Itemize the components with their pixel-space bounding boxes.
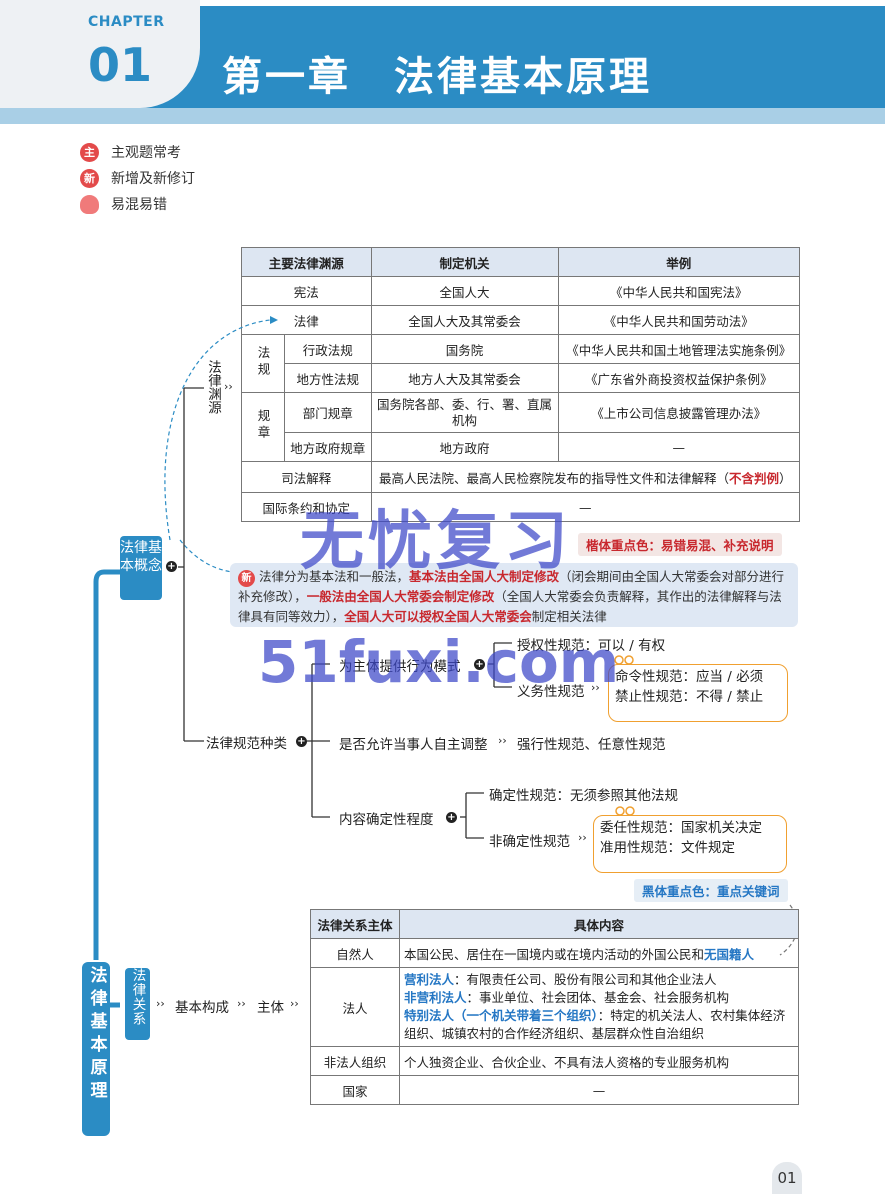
- obligation-box: 命令性规范：应当 / 必须 禁止性规范：不得 / 禁止: [608, 664, 788, 722]
- expand-icon: +: [474, 659, 485, 670]
- table-row: 地方政府规章 地方政府 —: [242, 432, 800, 462]
- chevron-right-icon: ››: [224, 380, 233, 393]
- behavior-mode-label: 为主体提供行为模式: [339, 659, 461, 675]
- legal-sources-label: 法律渊源: [205, 360, 221, 414]
- chevron-right-icon: ››: [591, 681, 600, 694]
- bulb-icon: [80, 194, 99, 214]
- new-note-box: 新法律分为基本法和一般法，基本法由全国人大制定修改（闭会期间由全国人大常委会对部…: [230, 563, 798, 627]
- subject-label: 主体: [257, 1000, 284, 1016]
- chevron-right-icon: ››: [578, 831, 587, 844]
- self-adjust-result: 强行性规范、任意性规范: [517, 737, 666, 753]
- header-band-lower: [0, 108, 885, 124]
- table-row: 自然人 本国公民、居住在一国境内或在境内活动的外国公民和无国籍人: [310, 938, 799, 968]
- chevron-right-icon: ››: [156, 997, 165, 1010]
- table-row: 法规 行政法规 国务院 《中华人民共和国土地管理法实施条例》: [241, 334, 800, 393]
- certainty-label: 内容确定性程度: [339, 812, 434, 828]
- self-adjust-label: 是否允许当事人自主调整: [339, 737, 488, 753]
- determinate-norm: 确定性规范：无须参照其他法规: [489, 788, 678, 804]
- concept-node: 法律基本概念: [120, 536, 162, 600]
- legal-subject-table: 法律关系主体 具体内容 自然人 本国公民、居住在一国境内或在境内活动的外国公民和…: [310, 909, 799, 1105]
- table-header-row: 法律关系主体 具体内容: [310, 909, 799, 939]
- watermark-url: 51fuxi.com: [258, 628, 620, 696]
- root-node: 法律基本原理: [82, 962, 110, 1136]
- obligation-norm: 义务性规范: [517, 684, 585, 700]
- page-number: 01: [772, 1162, 802, 1194]
- legend-item: 主 主观题常考: [80, 141, 181, 163]
- chapter-number: 01: [88, 38, 153, 92]
- chapter-label: CHAPTER: [88, 14, 165, 30]
- new-icon: 新: [238, 570, 255, 587]
- chapter-badge: [0, 0, 200, 108]
- indeterminate-norm: 非确定性规范: [489, 834, 570, 850]
- table-row: 宪法 全国人大 《中华人民共和国宪法》: [241, 276, 800, 306]
- chapter-title: 第一章 法律基本原理: [222, 54, 652, 100]
- blue-highlight-tag: 黑体重点色：重点关键词: [634, 879, 788, 902]
- expand-icon: +: [446, 812, 457, 823]
- table-row: 司法解释 最高人民法院、最高人民检察院发布的指导性文件和法律解释（不含判例）: [241, 461, 800, 493]
- new-icon: 新: [80, 168, 99, 188]
- chevron-right-icon: ››: [237, 997, 246, 1010]
- subjective-icon: 主: [80, 142, 99, 162]
- basic-structure-label: 基本构成: [175, 1000, 229, 1016]
- red-highlight-tag: 楷体重点色：易错易混、补充说明: [578, 533, 782, 556]
- indeterminate-box: 委任性规范：国家机关决定 准用性规范：文件规定: [593, 815, 787, 873]
- expand-icon: +: [296, 736, 307, 747]
- watermark-text: 无忧复习: [300, 505, 572, 579]
- table-row: 非法人组织 个人独资企业、合伙企业、不具有法人资格的专业服务机构: [310, 1046, 799, 1076]
- norm-types-label: 法律规范种类: [206, 736, 287, 752]
- table-row: 国际条约和协定 —: [241, 492, 800, 522]
- table-row: 法人 营利法人：有限责任公司、股份有限公司和其他企业法人 非营利法人：事业单位、…: [310, 967, 799, 1047]
- chevron-right-icon: ››: [498, 734, 507, 747]
- relation-node: 法律关系: [125, 968, 150, 1040]
- table-row: 法律 全国人大及其常委会 《中华人民共和国劳动法》: [241, 305, 800, 335]
- table-row: 国家 —: [310, 1075, 799, 1105]
- legal-sources-table: 主要法律渊源 制定机关 举例 宪法 全国人大 《中华人民共和国宪法》 法律 全国…: [241, 247, 800, 522]
- legend-item: 易混易错: [80, 193, 167, 215]
- table-row: 地方性法规 地方人大及其常委会 《广东省外商投资权益保护条例》: [242, 363, 800, 393]
- legend-item: 新 新增及新修订: [80, 167, 195, 189]
- authorize-norm: 授权性规范：可以 / 有权: [517, 638, 666, 654]
- expand-icon: +: [166, 561, 177, 572]
- chevron-right-icon: ››: [290, 997, 299, 1010]
